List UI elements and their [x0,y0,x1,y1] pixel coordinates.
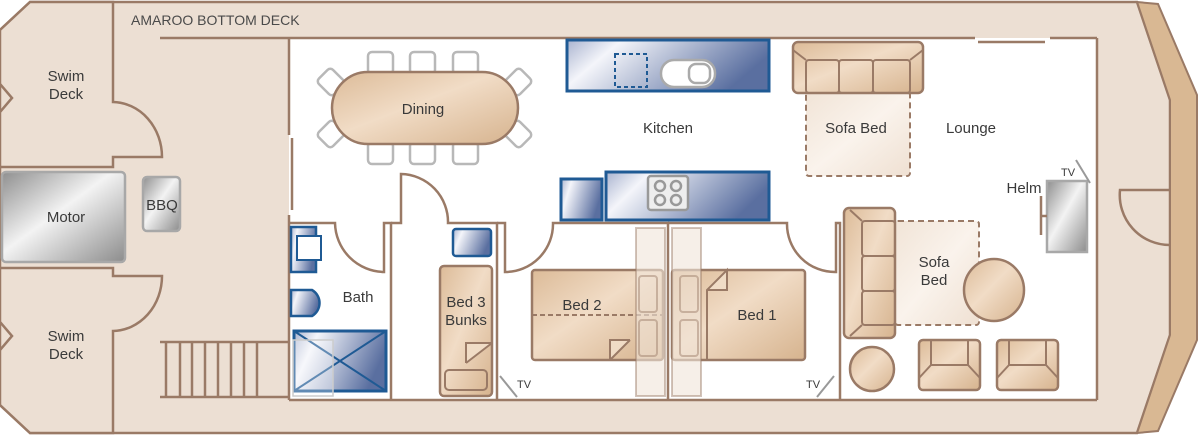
sofa-bed-label: Bed [921,272,948,289]
swim-deck-label: Deck [49,346,84,363]
armchair [995,338,1060,392]
kitchen-counter-stove [559,170,771,222]
bed3-label: Bunks [445,312,487,329]
stairs[interactable] [160,340,289,399]
swim-deck-top[interactable]: Swim Deck [0,0,164,169]
sofa-bed-top: Sofa Bed [791,40,925,177]
swim-deck-bottom[interactable]: Swim Deck [0,266,164,435]
bath-label: Bath [343,289,374,306]
sofa-bed-label: Sofa [919,254,951,271]
sofa-bed-lounge: Sofa Bed [842,206,980,340]
dining-label: Dining [402,101,445,118]
shower-icon [292,329,388,397]
ottoman [962,257,1026,323]
bath[interactable]: Bath [289,225,388,397]
bbq: BBQ [141,175,182,233]
kitchen-label: Kitchen [643,120,693,137]
swim-deck-label: Swim [48,328,85,345]
swim-deck-label: Deck [49,86,84,103]
sofa-bed-label: Sofa Bed [825,120,887,137]
tv-label: TV [1061,167,1076,179]
cabin-walls [160,36,1171,402]
bed1[interactable]: Bed 1 TV [670,267,835,398]
cooktop-icon [646,174,690,212]
bed2-label: Bed 2 [562,297,601,314]
lounge-label: Lounge [946,120,996,137]
helm: Helm TV [1006,159,1091,254]
deck-title: AMAROO BOTTOM DECK [131,12,300,28]
cabinet [451,227,493,258]
tv-label: TV [806,379,821,391]
armchair [917,338,982,392]
side-table [848,345,896,393]
helm-label: Helm [1006,180,1041,197]
tv-label: TV [517,379,532,391]
toilet-icon [289,288,321,318]
kitchen-counter-sink [565,38,771,93]
fold-down-bunks [635,227,702,397]
bed3-label: Bed 3 [446,294,485,311]
motor-label: Motor [47,209,85,226]
bed1-label: Bed 1 [737,307,776,324]
bbq-label: BBQ [146,197,178,214]
bed3-bunks[interactable]: Bed 3 Bunks TV [438,227,532,398]
dining-set: Dining [316,50,533,166]
swim-deck-label: Swim [48,68,85,85]
motor: Motor [0,170,127,264]
bow-trim [1135,0,1198,435]
